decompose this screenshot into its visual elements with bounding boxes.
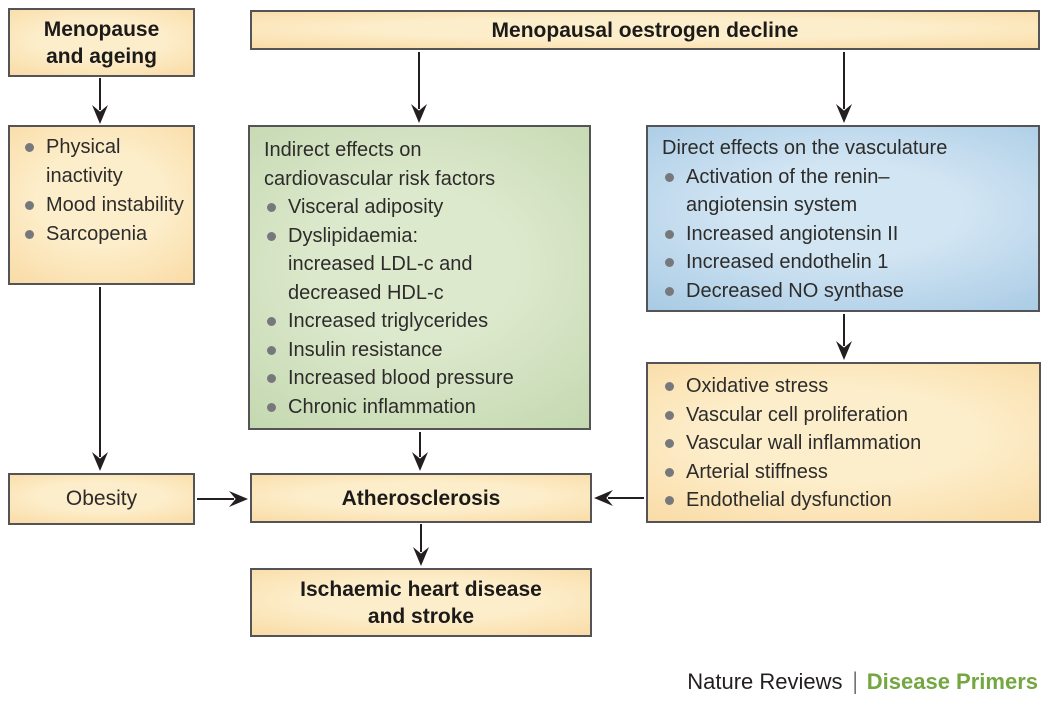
arrow-decline-to-indirect (411, 52, 427, 123)
node-vascular-effects: Oxidative stress Vascular cell prolifera… (646, 362, 1041, 523)
list-item: Physical inactivity (22, 133, 187, 191)
journal-series: Disease Primers (866, 669, 1038, 694)
arrow-atherosclerosis-to-ihd (413, 524, 429, 566)
node-direct-effects: Direct effects on the vasculature Activa… (646, 125, 1040, 312)
node-title: Menopause and ageing (43, 17, 160, 68)
node-menopausal-oestrogen-decline: Menopausal oestrogen decline (250, 10, 1040, 50)
list-item: Increased triglycerides (264, 307, 581, 336)
arrow-shaft (99, 287, 101, 457)
node-ageing-effects: Physical inactivity Mood instability Sar… (8, 125, 195, 285)
node-title: Obesity (65, 487, 138, 510)
list-item: Oxidative stress (662, 372, 1031, 401)
arrow-obesity-to-atherosclerosis (197, 491, 248, 507)
arrow-shaft (99, 78, 101, 110)
arrow-shaft (843, 52, 845, 109)
list-item: Visceral adiposity (264, 193, 581, 222)
list-item: Vascular wall inflammation (662, 429, 1031, 458)
node-atherosclerosis: Atherosclerosis (250, 473, 592, 523)
node-list: Activation of the renin– angiotensin sys… (662, 163, 1030, 306)
node-list: Visceral adiposity Dyslipidaemia: increa… (264, 193, 581, 421)
list-item: Increased endothelin 1 (662, 248, 1030, 277)
arrow-vascular-to-atherosclerosis (594, 490, 644, 506)
arrow-direct-to-vascular (836, 314, 852, 360)
arrow-indirect-to-atherosclerosis (412, 432, 428, 471)
list-item: Increased blood pressure (264, 364, 581, 393)
arrow-shaft (197, 498, 234, 500)
node-list: Oxidative stress Vascular cell prolifera… (662, 372, 1031, 515)
arrow-shaft (419, 432, 421, 457)
list-item: Activation of the renin– angiotensin sys… (662, 163, 1030, 220)
node-title: Direct effects on the vasculature (662, 137, 948, 159)
arrow-shaft (420, 524, 422, 552)
node-menopause-and-ageing: Menopause and ageing (8, 8, 195, 77)
node-ischaemic-heart-disease-stroke: Ischaemic heart disease and stroke (250, 568, 592, 637)
node-title: Menopausal oestrogen decline (491, 18, 799, 42)
list-item: Increased angiotensin II (662, 220, 1030, 249)
arrow-decline-to-direct (836, 52, 852, 123)
list-item: Endothelial dysfunction (662, 486, 1031, 515)
list-item: Dyslipidaemia: increased LDL-c and decre… (264, 222, 581, 308)
arrow-ageing-effects-to-obesity (92, 287, 108, 471)
list-item: Vascular cell proliferation (662, 401, 1031, 430)
list-item: Chronic inflammation (264, 393, 581, 422)
node-list: Physical inactivity Mood instability Sar… (22, 133, 187, 249)
list-item: Arterial stiffness (662, 458, 1031, 487)
node-title: Atherosclerosis (341, 486, 501, 510)
arrow-shaft (418, 52, 420, 109)
footer-separator: | (852, 668, 857, 695)
journal-footer: Nature Reviews | Disease Primers (687, 668, 1038, 696)
node-indirect-effects: Indirect effects on cardiovascular risk … (248, 125, 591, 430)
arrow-shaft (843, 314, 845, 346)
list-item: Sarcopenia (22, 220, 187, 249)
node-title: Indirect effects on cardiovascular risk … (264, 139, 496, 190)
node-obesity: Obesity (8, 473, 195, 525)
node-title: Ischaemic heart disease and stroke (300, 577, 542, 628)
list-item: Mood instability (22, 191, 187, 220)
arrow-menopause-to-ageing-effects (92, 78, 108, 124)
list-item: Insulin resistance (264, 336, 581, 365)
journal-name: Nature Reviews (687, 669, 843, 694)
list-item: Decreased NO synthase (662, 277, 1030, 306)
arrow-shaft (608, 497, 644, 499)
